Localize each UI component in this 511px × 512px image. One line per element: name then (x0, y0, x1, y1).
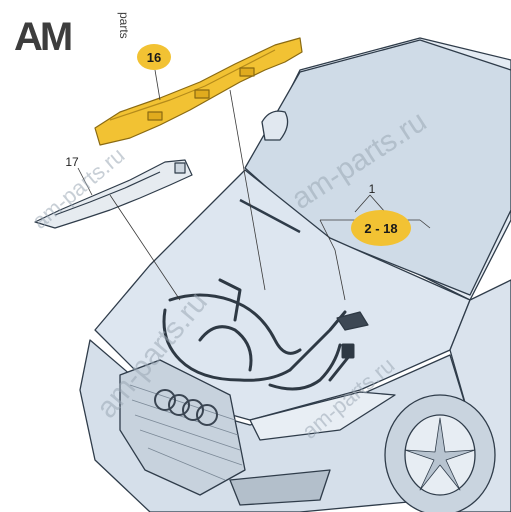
logo-subtext: parts (117, 12, 131, 39)
callout-16: 16 (137, 44, 171, 70)
side-mirror (261, 110, 289, 141)
callout-1-label: 1 (369, 182, 376, 196)
am-parts-logo: AM parts (14, 12, 131, 59)
wiring-harness (162, 278, 369, 391)
audi-rings (154, 389, 218, 426)
grille (119, 359, 246, 496)
callout-range-label: 2 - 18 (364, 221, 397, 236)
callout-16-label: 16 (147, 50, 161, 65)
callout-1: 1 (369, 182, 376, 196)
callout-17-label: 17 (65, 155, 79, 169)
lower-intake (229, 469, 331, 506)
callout-range: 2 - 18 (351, 210, 411, 246)
part-16-bracket (94, 37, 303, 146)
car-illustration (79, 37, 511, 512)
callout-17: 17 (65, 155, 79, 169)
logo-text: AM (14, 15, 71, 59)
part-17-bracket (34, 159, 193, 229)
headlight (249, 391, 396, 441)
